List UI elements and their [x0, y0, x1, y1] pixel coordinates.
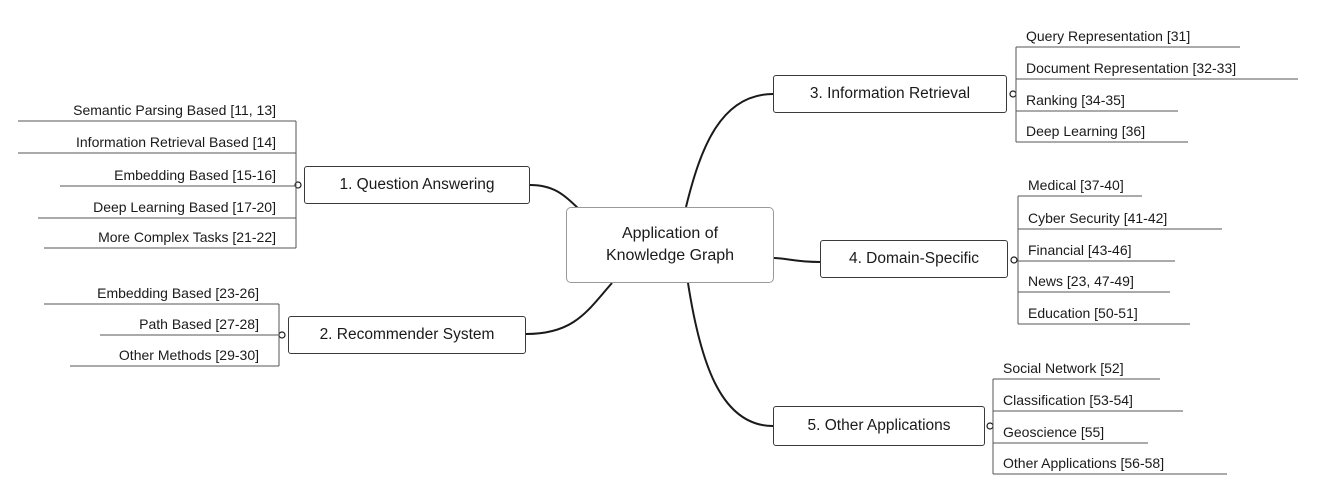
connector-other-applications: [687, 282, 774, 427]
branch-domain-specific[interactable]: 4. Domain-Specific: [820, 240, 1008, 278]
leaf-qa-3[interactable]: Embedding Based [15-16]: [114, 167, 276, 183]
leaf-ds-3[interactable]: Financial [43-46]: [1028, 242, 1132, 258]
branch-recommender-system[interactable]: 2. Recommender System: [288, 316, 526, 354]
leaf-ds-1[interactable]: Medical [37-40]: [1028, 177, 1124, 193]
leaf-rec-3[interactable]: Other Methods [29-30]: [118, 347, 259, 363]
leaf-other-4[interactable]: Other Applications [56-58]: [1003, 455, 1165, 471]
leaf-qa-5[interactable]: More Complex Tasks [21-22]: [98, 229, 276, 245]
leaf-ir-2[interactable]: Document Representation [32-33]: [1026, 60, 1237, 76]
leaf-rec-2[interactable]: Path Based [27-28]: [139, 316, 259, 332]
branch-other-applications[interactable]: 5. Other Applications: [773, 406, 985, 446]
leaf-other-2[interactable]: Classification [53-54]: [1003, 392, 1133, 408]
connector-recommender-system: [525, 282, 613, 335]
leaf-qa-2[interactable]: Information Retrieval Based [14]: [76, 134, 276, 150]
branch-information-retrieval[interactable]: 3. Information Retrieval: [773, 75, 1007, 113]
leaf-ir-1[interactable]: Query Representation [31]: [1026, 28, 1191, 44]
connector-domain-specific: [773, 257, 821, 263]
root-label-line2: Knowledge Graph: [605, 247, 735, 264]
leaf-ds-2[interactable]: Cyber Security [41-42]: [1028, 210, 1168, 226]
leaf-other-3[interactable]: Geoscience [55]: [1003, 424, 1105, 440]
leaf-qa-4[interactable]: Deep Learning Based [17-20]: [93, 199, 276, 215]
branch-port-ds: [1010, 256, 1018, 264]
root-label-line1: Application of: [621, 225, 719, 242]
leaf-rec-1[interactable]: Embedding Based [23-26]: [97, 285, 259, 301]
root-node[interactable]: Application of Knowledge Graph: [566, 207, 774, 283]
branch-port-ir: [1009, 90, 1017, 98]
leaf-ds-4[interactable]: News [23, 47-49]: [1028, 273, 1134, 289]
leaf-ds-5[interactable]: Education [50-51]: [1028, 305, 1138, 321]
leaf-qa-1[interactable]: Semantic Parsing Based [11, 13]: [73, 102, 276, 118]
connector-information-retrieval: [685, 93, 774, 208]
branch-question-answering[interactable]: 1. Question Answering: [304, 166, 530, 204]
leaf-ir-4[interactable]: Deep Learning [36]: [1026, 123, 1146, 139]
branch-port-rec: [278, 331, 286, 339]
leaf-other-1[interactable]: Social Network [52]: [1003, 360, 1124, 376]
leaf-ir-3[interactable]: Ranking [34-35]: [1026, 92, 1125, 108]
branch-port-other: [986, 422, 994, 430]
connector-question-answering: [529, 184, 581, 211]
